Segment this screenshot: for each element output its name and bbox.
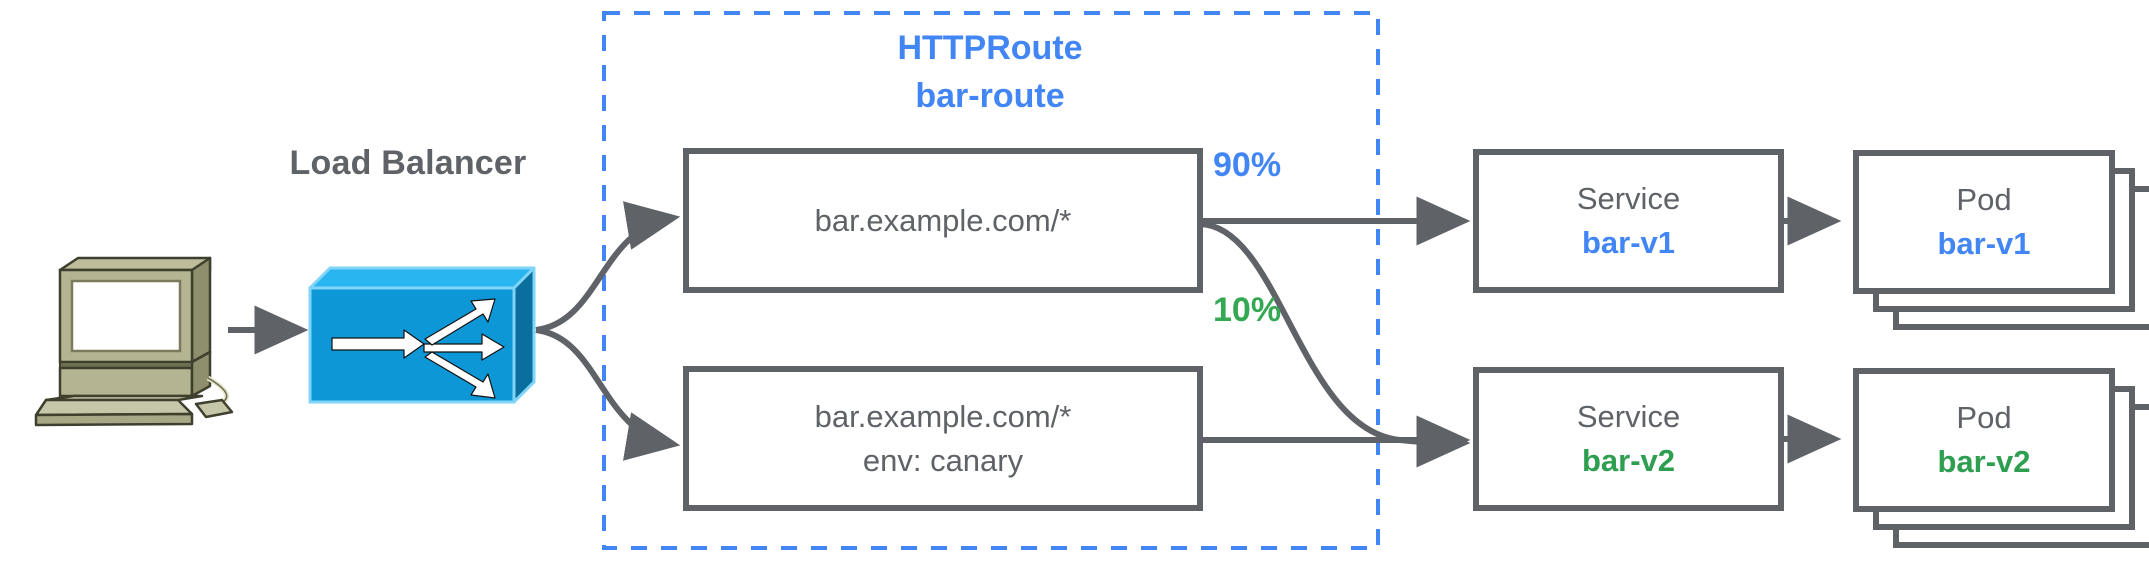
weight-label-90: 90% [1213,146,1282,184]
arrow-lb-to-rule-canary [535,327,681,461]
service-box-bar-v1 [1473,149,1784,293]
load-balancer-switch-icon [308,266,536,404]
httproute-boundary [602,11,1380,550]
arrow-lb-to-rule-primary [535,201,681,333]
service-box-bar-v2 [1473,367,1784,511]
weight-label-10: 10% [1213,291,1282,329]
rule-box-canary [683,366,1203,511]
httproute-name-label: bar-route [915,77,1065,115]
load-balancer-label: Load Balancer [289,144,527,182]
edge-10-to-service-v2 [1199,221,1471,468]
rule-box-primary [683,148,1203,293]
workstation-computer-icon [34,256,234,427]
httproute-title: HTTPRoute bar-route [840,24,1140,120]
httproute-kind-label: HTTPRoute [897,29,1083,67]
pod-stack-bar-v2 [1853,368,2149,548]
pod-stack-bar-v1 [1853,150,2149,330]
